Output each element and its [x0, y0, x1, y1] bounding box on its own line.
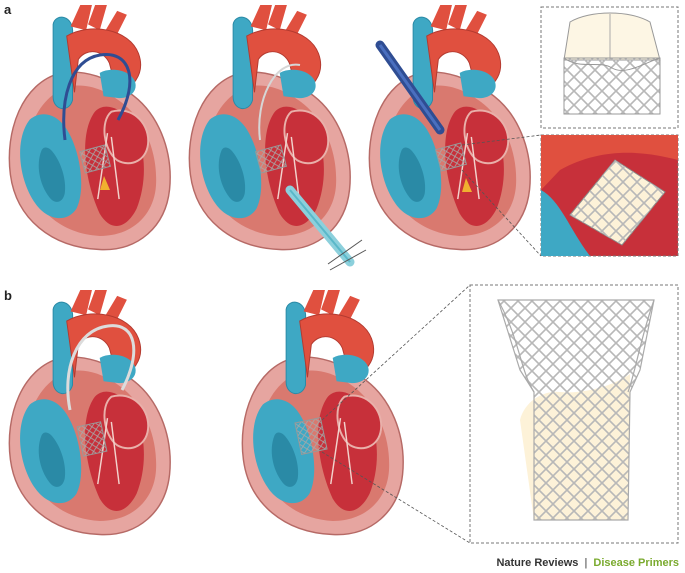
panel-label-a: a: [4, 2, 12, 17]
heart-b1: [8, 290, 172, 536]
journal-credit: Nature Reviews | Disease Primers: [496, 557, 679, 569]
journal-name: Nature Reviews: [496, 557, 579, 569]
series-name: Disease Primers: [593, 557, 679, 569]
zoom-connectors-b: [321, 284, 471, 544]
inset-a-implanted-valve: [540, 134, 679, 257]
panel-label-b: b: [4, 288, 12, 303]
inset-a-valve-frame: [540, 6, 679, 129]
heart-a3: [368, 5, 532, 251]
inset-b-self-expanding-valve: [469, 284, 679, 544]
heart-a2: [188, 5, 367, 271]
heart-b2: [241, 290, 405, 536]
credit-separator: |: [584, 557, 588, 569]
heart-a1: [8, 5, 172, 251]
zoom-connectors-a: [461, 134, 542, 257]
